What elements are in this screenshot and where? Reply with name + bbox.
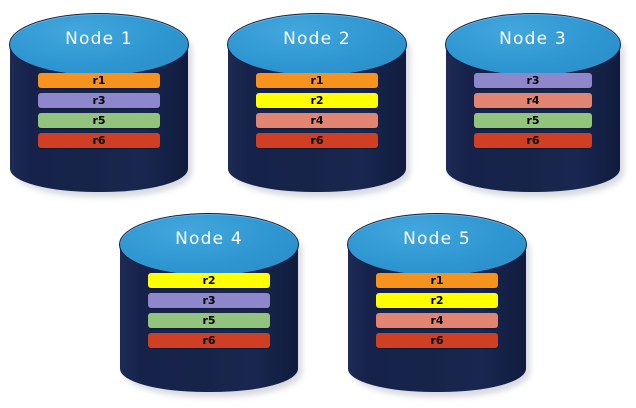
record-bar[interactable]: r3 <box>148 292 270 308</box>
record-bar[interactable]: r4 <box>256 112 378 128</box>
node-label: Node 1 <box>65 29 133 50</box>
record-bar[interactable]: r1 <box>376 272 498 288</box>
node-cylinder-4[interactable]: Node 4 r2 r3 r5 r6 <box>119 213 302 397</box>
record-bar[interactable]: r6 <box>473 132 593 148</box>
record-bar[interactable]: r1 <box>256 72 378 88</box>
record-bar[interactable]: r4 <box>473 92 593 108</box>
record-bar[interactable]: r5 <box>148 312 270 328</box>
record-bar[interactable]: r6 <box>376 332 498 348</box>
node-cylinder-1[interactable]: Node 1 r1 r3 r5 r6 <box>9 13 192 197</box>
cylinder-top-ellipse <box>120 214 298 275</box>
node-label: Node 4 <box>175 229 243 250</box>
record-bar[interactable]: r5 <box>38 112 160 128</box>
cylinder-top-ellipse <box>446 14 620 75</box>
node-label: Node 2 <box>283 29 351 50</box>
record-bar[interactable]: r2 <box>376 292 498 308</box>
node-cylinder-3[interactable]: Node 3 r3 r4 r5 r6 <box>445 13 624 197</box>
record-list: r3 r4 r5 r6 <box>473 72 593 148</box>
node-label: Node 3 <box>499 29 567 50</box>
cylinder-top-ellipse <box>10 14 188 75</box>
cylinder-top-ellipse <box>228 14 406 75</box>
cylinder-top-ellipse <box>348 214 526 275</box>
record-bar[interactable]: r2 <box>256 92 378 108</box>
record-bar[interactable]: r3 <box>473 72 593 88</box>
record-bar[interactable]: r6 <box>38 132 160 148</box>
record-bar[interactable]: r5 <box>473 112 593 128</box>
record-list: r1 r2 r4 r6 <box>256 72 378 148</box>
record-list: r2 r3 r5 r6 <box>148 272 270 348</box>
record-bar[interactable]: r6 <box>256 132 378 148</box>
node-cylinder-2[interactable]: Node 2 r1 r2 r4 r6 <box>227 13 410 197</box>
record-bar[interactable]: r4 <box>376 312 498 328</box>
node-cylinder-5[interactable]: Node 5 r1 r2 r4 r6 <box>347 213 530 397</box>
record-bar[interactable]: r2 <box>148 272 270 288</box>
node-label: Node 5 <box>403 229 471 250</box>
record-bar[interactable]: r6 <box>148 332 270 348</box>
record-list: r1 r2 r4 r6 <box>376 272 498 348</box>
record-list: r1 r3 r5 r6 <box>38 72 160 148</box>
record-bar[interactable]: r3 <box>38 92 160 108</box>
record-bar[interactable]: r1 <box>38 72 160 88</box>
